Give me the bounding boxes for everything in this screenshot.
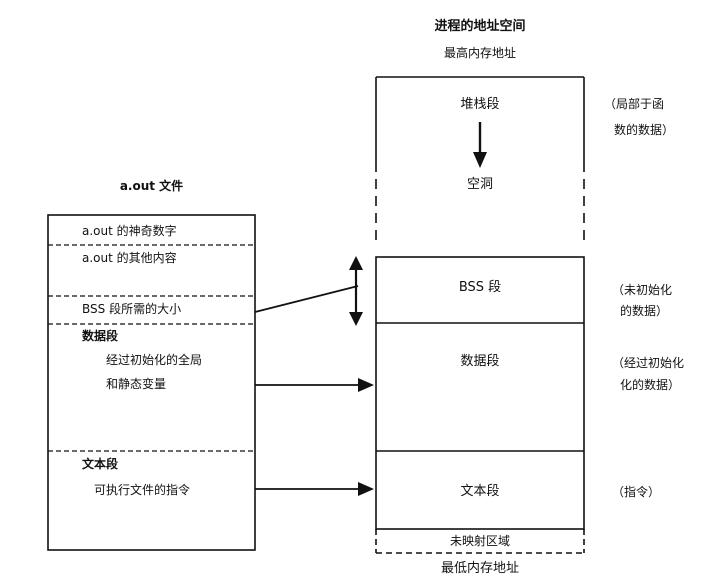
data-note-line1: （经过初始化	[612, 356, 685, 370]
aout-bss-size: BSS 段所需的大小	[82, 302, 182, 316]
bottom-address-label: 最低内存地址	[440, 561, 519, 576]
segment-boxes	[375, 256, 585, 530]
bss-note-line1: （未初始化	[612, 283, 673, 297]
aout-text-desc: 可执行文件的指令	[94, 483, 191, 497]
data-note-line2: 化的数据）	[620, 378, 681, 392]
aout-other-contents: a.out 的其他内容	[82, 251, 177, 265]
aout-text-title: 文本段	[82, 457, 119, 471]
text-segment-label: 文本段	[460, 484, 500, 499]
stack-growth-arrow	[473, 122, 487, 168]
aout-data-desc-line2: 和静态变量	[106, 377, 167, 391]
aout-magic-number: a.out 的神奇数字	[82, 224, 177, 238]
aout-data-title: 数据段	[82, 329, 119, 343]
aout-data-desc-line1: 经过初始化的全局	[106, 353, 203, 367]
unmapped-region	[375, 529, 585, 554]
aout-file-box	[47, 214, 256, 551]
stack-note-line2: 数的数据）	[614, 123, 675, 137]
text-note: （指令）	[612, 485, 661, 499]
stack-note-line1: （局部于函	[604, 97, 665, 111]
stack-region	[375, 76, 585, 240]
bss-size-double-arrow	[349, 256, 363, 326]
stack-segment-label: 堆栈段	[460, 97, 500, 112]
aout-title: a.out 文件	[119, 179, 184, 193]
bss-note-line2: 的数据）	[620, 304, 669, 318]
unmapped-region-label: 未映射区域	[449, 534, 510, 548]
top-address-label: 最高内存地址	[443, 46, 516, 60]
hole-label: 空洞	[466, 177, 493, 192]
bss-segment-label: BSS 段	[458, 280, 502, 295]
bss-connector-line	[254, 285, 359, 313]
data-segment-label: 数据段	[460, 354, 500, 369]
text-segment-arrow	[255, 482, 374, 496]
address-space-title: 进程的地址空间	[434, 19, 526, 34]
data-segment-arrow	[255, 378, 374, 392]
